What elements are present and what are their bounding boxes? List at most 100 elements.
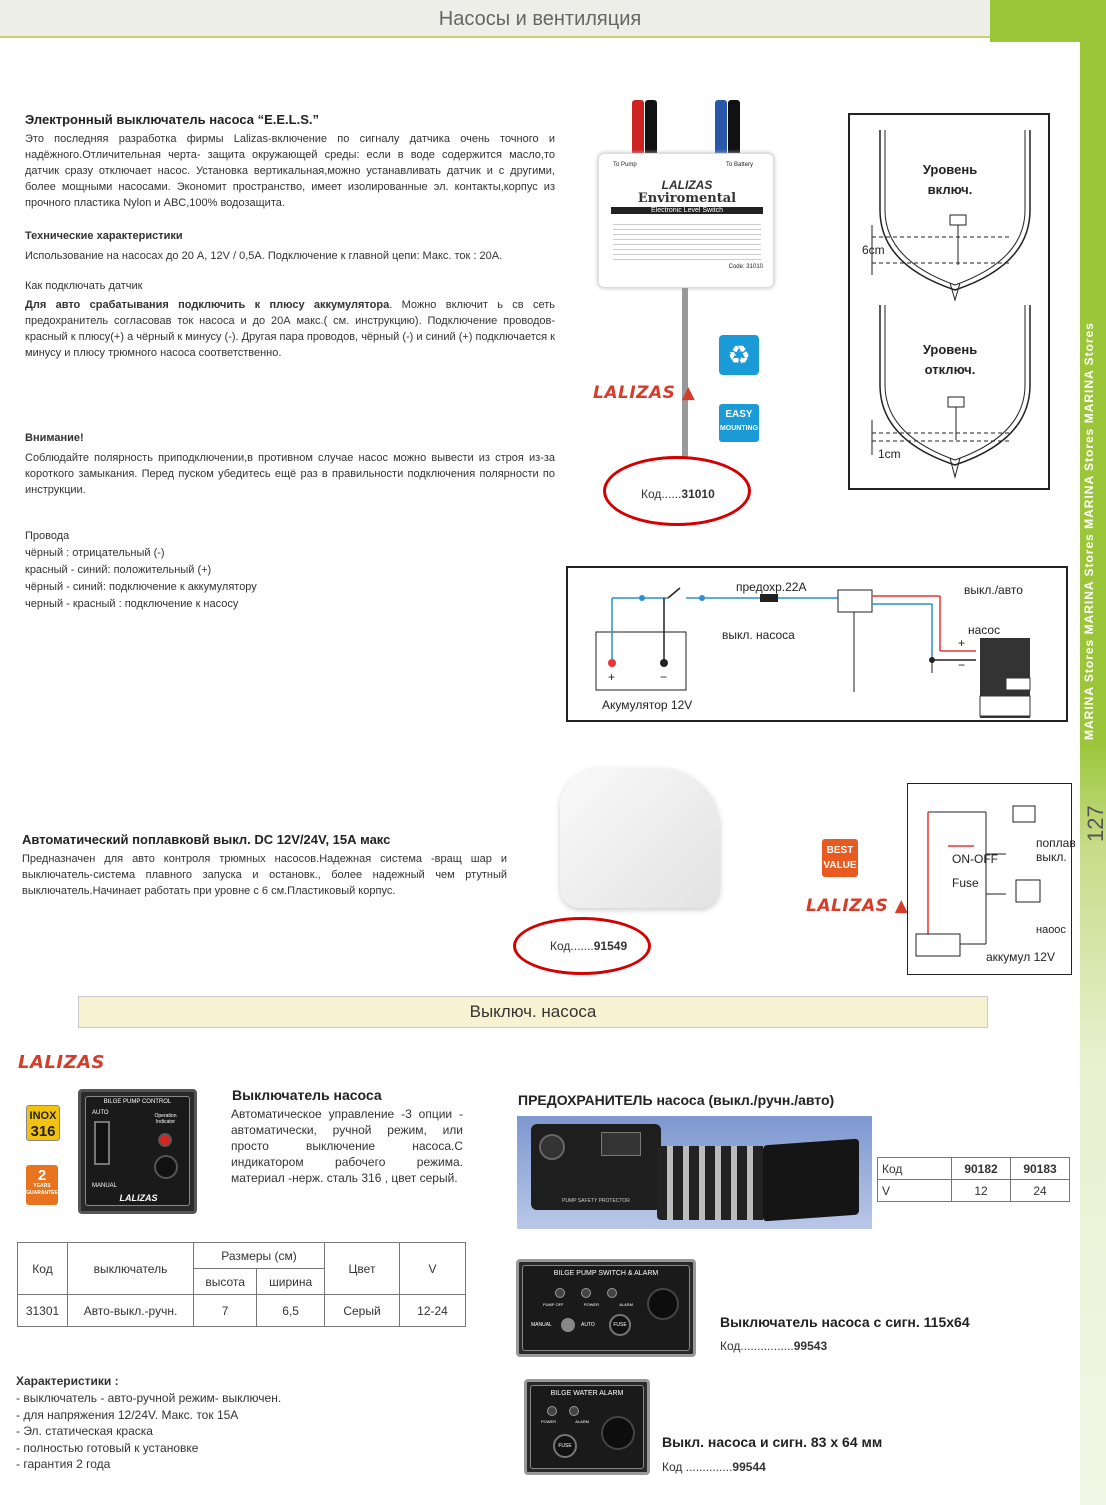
pump-plus: +	[958, 636, 966, 650]
char-item: - полностью готовый к установке	[16, 1440, 199, 1455]
kod-label: Код.......	[550, 939, 594, 953]
float-title: Автоматический поплавковй выкл. DC 12V/2…	[22, 832, 391, 847]
table-row: V 12 24	[877, 1179, 1070, 1202]
kod-label: Код ..............	[662, 1460, 733, 1474]
eels-tech-title: Технические характеристики	[25, 230, 183, 242]
th-height: высота	[192, 1268, 258, 1295]
page-title: Насосы и вентиляция	[438, 8, 642, 30]
fuse-cover	[763, 1138, 859, 1222]
side-strip	[1080, 40, 1106, 1505]
char-item: - для напряжения 12/24V. Макс. ток 15А	[16, 1407, 239, 1422]
th-size: Размеры (см)	[193, 1242, 325, 1269]
fusebox-photo: PUMP SAFETY PROTECTOR	[517, 1116, 872, 1229]
kod-label: Код................	[720, 1339, 794, 1353]
th-color: Цвет	[324, 1242, 400, 1295]
battery-minus: −	[660, 670, 668, 684]
protector-label: PUMP SAFETY PROTECTOR	[562, 1198, 630, 1204]
header-accent	[990, 0, 1106, 42]
label: POWER	[541, 1419, 557, 1424]
cell-switch: Авто-выкл.-ручн.	[67, 1294, 194, 1327]
kod-highlight-oval	[603, 456, 751, 526]
th-v: V	[877, 1179, 952, 1202]
alarm1-title: Выключатель насоса с сигн. 115x64	[720, 1314, 970, 1330]
indicator-led	[158, 1133, 172, 1147]
black-wire-2	[728, 100, 740, 160]
panel-title: BILGE PUMP CONTROL	[103, 1099, 172, 1105]
dim-6cm: 6cm	[862, 243, 885, 257]
lalizas-logo-2: LALIZAS ▲	[806, 896, 909, 916]
led	[607, 1288, 617, 1298]
on-off-label: ON-OFF	[952, 852, 998, 866]
page-number: 127	[1083, 805, 1106, 842]
label: ALARM	[619, 1302, 633, 1307]
char-item: - выключатель - авто-ручной режим- выклю…	[16, 1391, 282, 1405]
float-kod: Код.......91549	[550, 939, 627, 953]
fuse-label: Fuse	[952, 876, 979, 890]
wire-item: красный - синий: положительный (+)	[25, 564, 212, 576]
wire-item: черный - красный : подключение к насосу	[25, 598, 239, 610]
red-wire	[632, 100, 644, 160]
characteristics-list: - выключатель - авто-ручной режим- выклю…	[16, 1390, 281, 1473]
bilge-pump-control-photo: BILGE PUMP CONTROL AUTO Operation Indica…	[78, 1089, 197, 1214]
kod-value: 31010	[681, 487, 715, 501]
code-90182: 90182	[951, 1157, 1011, 1180]
fusebox-table: Код 90182 90183 V 12 24	[877, 1157, 1070, 1202]
environment-icon: ♻	[719, 335, 759, 375]
warranty-years: 2	[37, 1167, 47, 1184]
toggle-switch	[561, 1318, 575, 1332]
sensor-rod	[682, 288, 688, 458]
fuse-block	[657, 1146, 767, 1220]
volt-12: 12	[951, 1179, 1011, 1202]
alarm1-manual: MANUAL	[531, 1322, 552, 1328]
fuse-label: предохр.22А	[736, 580, 807, 594]
inox-label: INOX	[29, 1110, 57, 1122]
buzzer	[647, 1288, 679, 1320]
device-code: Code: 31010	[728, 264, 763, 270]
fuse-holder: FUSE	[609, 1314, 631, 1336]
device-product: Enviromental	[637, 191, 737, 206]
alarm2-kod: Код ..............99544	[662, 1460, 766, 1474]
cell-color: Серый	[324, 1294, 400, 1327]
protector-switch	[601, 1132, 641, 1156]
buzzer	[601, 1416, 635, 1450]
char-item: - гарантия 2 года	[16, 1457, 111, 1471]
switch-table: Код выключатель Размеры (см) Цвет V высо…	[17, 1242, 466, 1327]
warranty-text: YEARS	[33, 1183, 51, 1189]
warranty-text2: GUARANTEE	[26, 1190, 58, 1196]
battery-label: Акумулятор 12V	[602, 698, 693, 712]
section-banner: Выключ. насоса	[78, 996, 988, 1028]
kod-value: 91549	[593, 939, 628, 953]
alarm2-title: Выкл. насоса и сигн. 83 x 64 мм	[662, 1434, 883, 1450]
switch-description: Автоматическое управление -3 опции - авт…	[231, 1107, 463, 1185]
th-kod: Код	[877, 1157, 952, 1180]
alarm2-panel-title: BILGE WATER ALARM	[550, 1390, 624, 1397]
led	[547, 1406, 557, 1416]
label: PUMP OFF	[543, 1302, 564, 1307]
wire-item: чёрный - синий: подключение к аккумулято…	[25, 581, 257, 593]
eels-tech-text: Использование на насосах до 20 А, 12V / …	[25, 250, 503, 262]
led	[581, 1288, 591, 1298]
kod-value: 99543	[793, 1339, 828, 1353]
best-label: BEST	[826, 845, 854, 856]
kod-value: 99544	[732, 1460, 766, 1474]
wires-list: чёрный : отрицательный (-) красный - син…	[25, 545, 257, 613]
pump-label: наоос	[1036, 924, 1066, 936]
th-v: V	[399, 1242, 466, 1295]
protector-panel: PUMP SAFETY PROTECTOR	[531, 1124, 661, 1210]
float-switch-l1: поплав	[1036, 836, 1076, 850]
blue-wire	[715, 100, 727, 160]
rocker-switch	[94, 1121, 110, 1165]
level-off-line2: отключ.	[924, 362, 976, 377]
battery-plus: +	[608, 670, 616, 684]
kod-label: Код......	[641, 487, 682, 501]
cell-height: 7	[192, 1294, 258, 1327]
battery-label: аккумул 12V	[986, 950, 1055, 964]
